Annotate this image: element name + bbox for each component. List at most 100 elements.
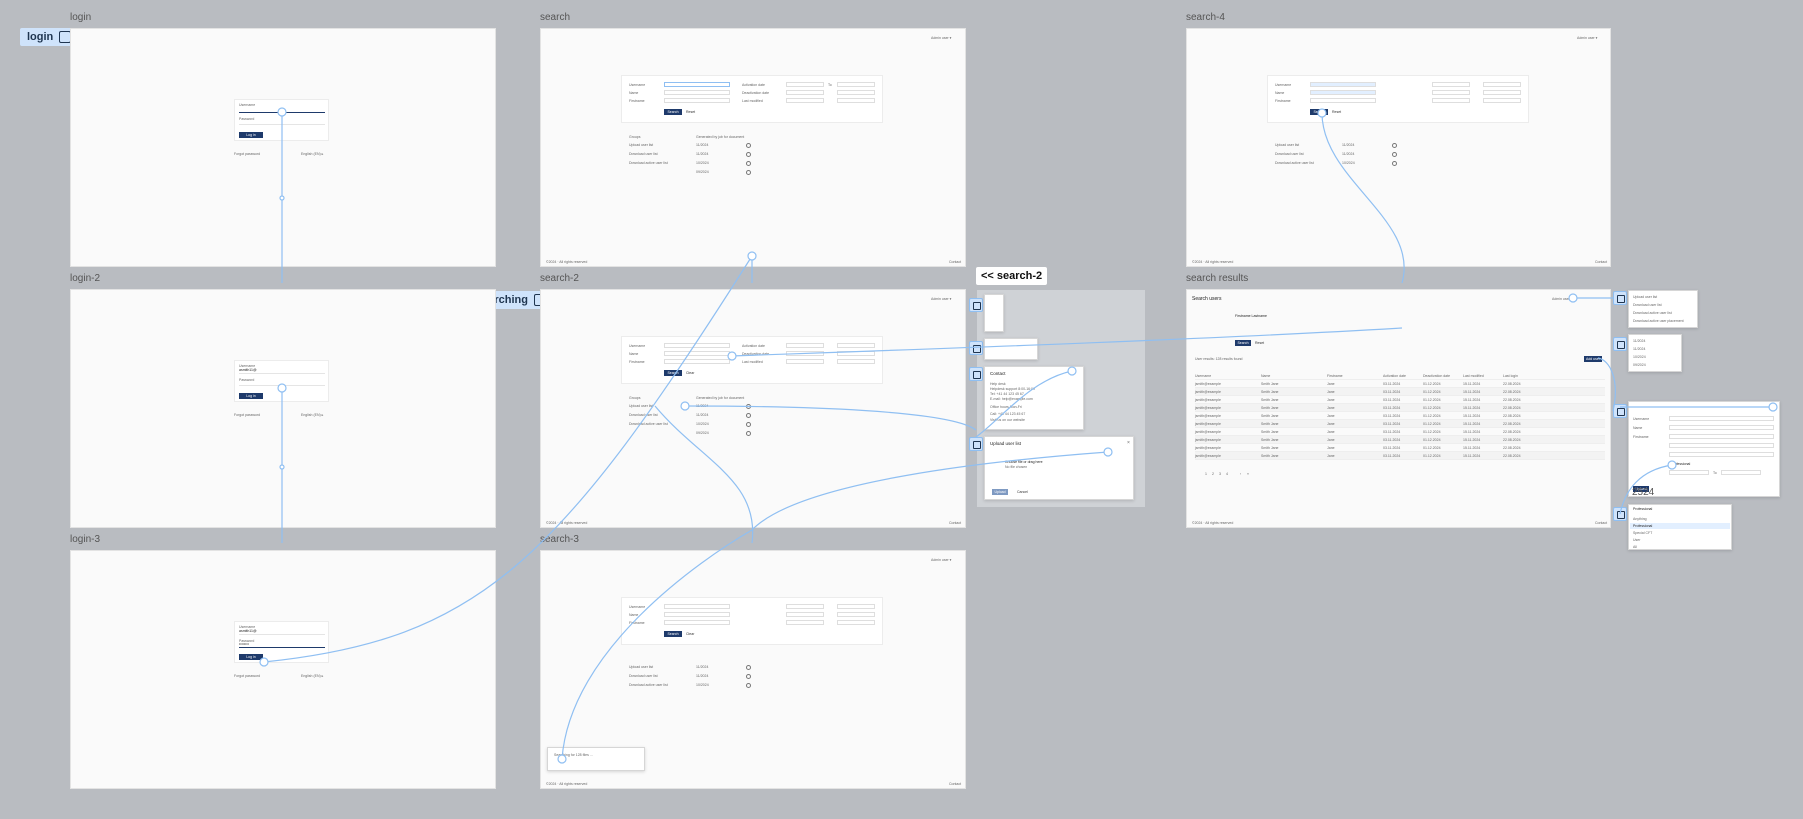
date-to-field[interactable] — [837, 612, 875, 617]
search-icon[interactable] — [1392, 143, 1397, 148]
list-item[interactable]: Download active user list — [1275, 161, 1314, 165]
footer-contact-link[interactable]: Contact — [1595, 521, 1608, 525]
list-item[interactable]: Download user list — [629, 413, 658, 417]
list-item[interactable]: Download user list — [629, 674, 658, 678]
search-icon[interactable] — [746, 431, 751, 436]
date-to-field[interactable] — [837, 620, 875, 625]
flow-node-icon[interactable] — [969, 298, 983, 312]
password-value[interactable]: •••••••• — [239, 642, 249, 646]
role-selected-value[interactable]: Professional — [1633, 507, 1653, 511]
login-button[interactable]: Log in — [239, 393, 263, 399]
password-input[interactable] — [239, 124, 325, 125]
contact-email-link[interactable]: E-mail: help@example.com — [990, 397, 1033, 401]
date-from-field[interactable] — [786, 612, 824, 617]
search-icon[interactable] — [1392, 161, 1397, 166]
page-link[interactable]: 2 — [1212, 472, 1214, 476]
add-user-button[interactable]: Add user — [1584, 356, 1602, 362]
firstname-field[interactable] — [664, 620, 730, 625]
search-icon[interactable] — [1392, 152, 1397, 157]
reset-button[interactable]: Reset — [1255, 341, 1265, 345]
column-header[interactable]: Firstname — [1327, 374, 1343, 378]
date-to-field[interactable] — [837, 82, 875, 87]
username-input[interactable] — [239, 112, 325, 113]
footer-contact-link[interactable]: Contact — [949, 260, 962, 264]
date-to-field[interactable] — [837, 98, 875, 103]
user-menu[interactable]: Admin user ▾ — [1577, 36, 1598, 40]
back-to-search-2-label[interactable]: << search-2 — [976, 267, 1048, 285]
page-link[interactable]: 3 — [1219, 472, 1221, 476]
date-to-field[interactable] — [837, 90, 875, 95]
firstname-field[interactable] — [664, 98, 730, 103]
role-option[interactable]: Special CFT — [1633, 531, 1653, 535]
login-button[interactable]: Log in — [239, 654, 263, 660]
firstname-field[interactable] — [1310, 98, 1376, 103]
email-field[interactable] — [1669, 443, 1774, 448]
menu-item[interactable]: Download active user list — [1633, 311, 1672, 315]
name-field[interactable] — [664, 612, 730, 617]
list-item[interactable]: Download active user list — [629, 683, 668, 687]
last-page-link[interactable]: » — [1247, 472, 1249, 476]
username-field[interactable] — [664, 604, 730, 609]
date-to-field[interactable] — [1483, 90, 1521, 95]
date-from-field[interactable] — [786, 82, 824, 87]
name-field[interactable] — [1669, 425, 1774, 430]
column-header[interactable]: Last login — [1503, 374, 1518, 378]
date-to-field[interactable] — [1483, 82, 1521, 87]
next-page-link[interactable]: › — [1240, 472, 1242, 476]
reset-button[interactable]: Reset — [686, 110, 696, 114]
date-from-field[interactable] — [786, 604, 824, 609]
language-switch[interactable]: English (EN) ▸ — [301, 152, 324, 156]
column-header[interactable]: Last modified — [1463, 374, 1484, 378]
search-icon[interactable] — [746, 674, 751, 679]
name-field[interactable] — [664, 90, 730, 95]
search-icon[interactable] — [746, 413, 751, 418]
login-button[interactable]: Log in — [239, 132, 263, 138]
username-field[interactable] — [664, 82, 730, 87]
date-to-field[interactable] — [837, 343, 875, 348]
search-icon[interactable] — [746, 143, 751, 148]
name-field[interactable] — [664, 351, 730, 356]
list-item[interactable]: Download active user list — [629, 422, 668, 426]
search-icon[interactable] — [746, 404, 751, 409]
search-button[interactable]: Search — [1310, 109, 1328, 115]
flow-node-icon[interactable] — [969, 367, 983, 381]
search-button[interactable]: Search — [664, 631, 682, 637]
role-option[interactable]: User — [1633, 538, 1641, 542]
search-icon[interactable] — [746, 665, 751, 670]
date-from-field[interactable] — [1432, 82, 1470, 87]
forgot-password-link[interactable]: Forgot password — [234, 674, 261, 678]
date-to-field[interactable] — [837, 604, 875, 609]
date-from-field[interactable] — [786, 90, 824, 95]
user-menu[interactable]: Admin user ▾ — [931, 297, 952, 301]
list-item[interactable]: Download user list — [629, 152, 658, 156]
search-icon[interactable] — [746, 152, 751, 157]
flow-start-login[interactable]: login — [20, 28, 76, 46]
column-header[interactable]: Username — [1195, 374, 1212, 378]
list-item[interactable]: Download active user list — [629, 161, 668, 165]
list-item[interactable]: Download user list — [1275, 152, 1304, 156]
clear-button[interactable]: Clear — [686, 632, 695, 636]
page-link[interactable]: 1 — [1205, 472, 1207, 476]
language-switch[interactable]: English (EN) ▸ — [301, 674, 324, 678]
search-icon[interactable] — [746, 161, 751, 166]
user-menu[interactable]: Admin user ▾ — [931, 36, 952, 40]
upload-drop-zone[interactable]: Choose file or drag here — [1005, 460, 1043, 464]
reset-button[interactable]: Reset — [1332, 110, 1342, 114]
language-switch[interactable]: English (EN) ▸ — [301, 413, 324, 417]
dropdown-mini[interactable] — [984, 338, 1038, 360]
search-button[interactable]: Search — [1235, 340, 1251, 346]
name-field[interactable] — [1310, 90, 1376, 95]
forgot-password-link[interactable]: Forgot password — [234, 413, 261, 417]
contact-link[interactable]: Visit us on our website — [990, 418, 1025, 422]
role-option[interactable]: All — [1633, 545, 1637, 549]
date-from-field[interactable] — [1669, 470, 1709, 475]
column-header[interactable]: Activation date — [1383, 374, 1406, 378]
flow-node-icon[interactable] — [1613, 507, 1627, 521]
